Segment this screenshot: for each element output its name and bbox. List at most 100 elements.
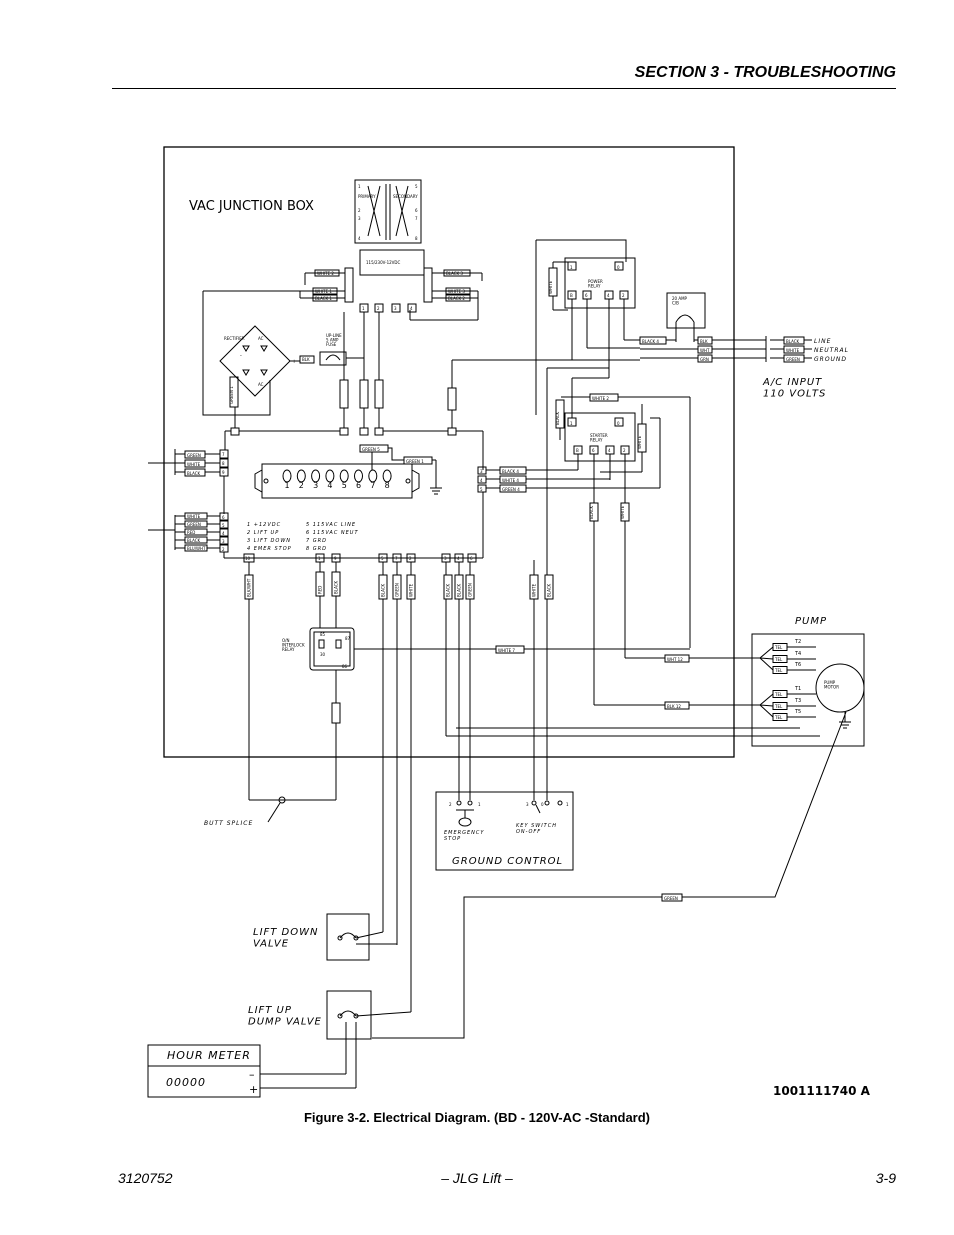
left-b-blu-wht: BLU/WHT [187,546,206,551]
footer-document-number: 3120752 [118,1170,173,1186]
legend-6: 6 115VAC NEUT [306,530,359,536]
rectifier-minus: - [240,353,242,359]
vwire-black-2: BLACK [589,505,594,519]
left-b-term-2: 2 [222,547,225,552]
terminal-block-contact [325,469,335,483]
left-a-term-7: 7 [222,452,225,457]
terminal-block-contact [368,469,378,483]
starter-pin-6: 6 [592,448,595,453]
key-pin-0: 0 [541,802,544,807]
left-b-red: RED [187,530,195,535]
butt-splice-label: BUTT SPLICE [204,820,253,827]
hour-meter: HOUR METER 00000 – + [147,1044,261,1098]
power-relay-pin-2: 2 [622,293,625,298]
rectifier-ac-1: AC [258,336,264,341]
pump-terminal-fan [759,693,774,706]
legend-3: 3 LIFT DOWN [247,538,291,544]
transformer-pin-5: 5 [415,184,418,189]
terminal-block-contact [282,469,292,483]
transformer-rating: 115/230V-12VDC [366,260,400,265]
pump-terminal-tel: TEL [774,668,783,673]
bottom-term-7: 7 [395,556,398,561]
wire-green-5: GREEN 5 [362,447,380,452]
transformer-pin-4: 4 [358,236,361,241]
pump-terminal-fan [759,657,774,660]
interlock-pin-86: 86 [342,664,348,669]
hour-meter-plus: + [249,1083,258,1096]
starter-wire-white: WHITE [637,435,642,449]
bottom-term-10: 10 [245,556,251,561]
transformer-pin-6: 6 [415,208,418,213]
pump-wire-blk-12: BLK 12 [667,704,681,709]
relay-right-terminals: 3 4 5 BLACK 4 WHITE 4 GREEN 4 [477,466,660,558]
terminal-block-number: 7 [370,481,375,490]
rectifier-plus: + [292,359,296,365]
terminal-block-contact [296,469,306,483]
wire-green-ground: GREEN [664,896,678,901]
left-b-green: GREEN [187,522,201,527]
ac-neutral: NEUTRAL [814,347,849,354]
bottom-term-4: 4 [457,556,460,561]
terminal-4: 4 [410,306,413,311]
wire-blk: BLK [700,339,708,344]
terminal-block-contact [382,469,392,483]
junction-box [163,146,735,758]
terminal-block-number: 3 [313,481,318,490]
pump-terminal-tel: TEL [774,657,783,662]
left-b-term-4: 4 [222,531,225,536]
pump-terminal-tel: TEL [774,704,783,709]
interlock-pin-87: 87 [345,636,351,641]
ac-wire-black: BLACK [786,339,800,344]
terminal-block-number: 6 [356,481,361,490]
key-pin-3: 3 [526,802,529,807]
ground-wires: GREEN 5 GREEN 1 [359,444,442,495]
bottom-term-1: 1 [318,556,321,561]
left-b-white: WHITE [187,514,201,519]
pump-terminal-label: T5 [794,709,801,715]
relay-wire-black-4: BLACK 4 [502,469,519,474]
rectifier-label: RECTIFIER [224,336,245,341]
transformer-pin-8: 8 [415,236,418,241]
terminal-block-contact [354,469,363,483]
figure-caption: Figure 3-2. Electrical Diagram. (BD - 12… [303,1110,651,1125]
legend-4: 4 EMER STOP [247,546,292,552]
transformer-secondary: SECONDARY [393,194,418,199]
legend-7: 7 GRD [306,538,327,544]
power-relay-pin-4: 4 [607,293,610,298]
ac-input: BLACK WHITE GREEN LINE NEUTRAL GROUND A/… [762,336,849,400]
legend-1: 1 +12VDC [247,522,281,528]
pump-terminal-fan [759,704,774,718]
left-a-white: WHITE [187,462,201,467]
terminal-block-contact [311,469,321,483]
wire-black-4: BLACK 4 [642,339,659,344]
power-relay-pin-0: 0 [617,265,620,270]
terminal-row-top: 1 2 3 4 [343,303,417,380]
wire-black-2: BLACK 2 [448,296,465,301]
relay-wire-white-4: WHITE 4 [502,478,519,483]
wire-black-1: BLACK 1 [315,296,332,301]
legend-2: 2 LIFT UP [247,530,279,536]
hour-meter-digits: 00000 [166,1076,206,1089]
pump-terminal-fan [759,704,774,707]
footer-page-number: 3-9 [875,1170,896,1186]
ac-wire-green: GREEN [786,357,800,362]
terminal-block-number: 1 [285,481,290,490]
wire-white-3: WHITE 3 [448,289,465,294]
right-terminal-3: 3 [480,469,483,474]
pump-title: PUMP [795,616,827,627]
rectifier: RECTIFIER AC AC + - [219,325,296,397]
bottom-wire-label: GREEN [395,583,400,597]
